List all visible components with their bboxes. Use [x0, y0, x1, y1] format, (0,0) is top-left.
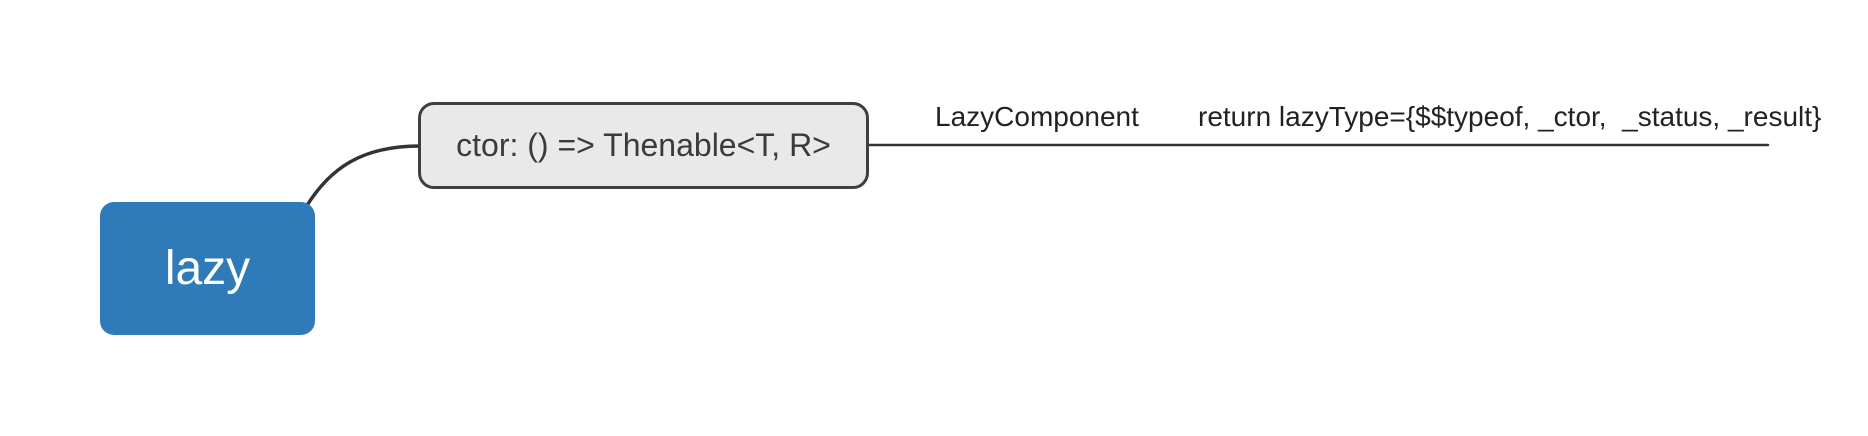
- connector-curve-lazy-to-ctor: [304, 144, 422, 209]
- node-return-lazytype[interactable]: return lazyType={$$typeof, _ctor, _statu…: [1198, 101, 1822, 132]
- node-ctor-thenable-label: ctor: () => Thenable<T, R>: [456, 127, 831, 163]
- node-ctor-thenable[interactable]: ctor: () => Thenable<T, R>: [418, 102, 869, 189]
- node-lazycomponent[interactable]: LazyComponent: [935, 101, 1139, 132]
- node-lazy-label: lazy: [164, 242, 251, 295]
- node-lazy[interactable]: lazy: [100, 202, 315, 335]
